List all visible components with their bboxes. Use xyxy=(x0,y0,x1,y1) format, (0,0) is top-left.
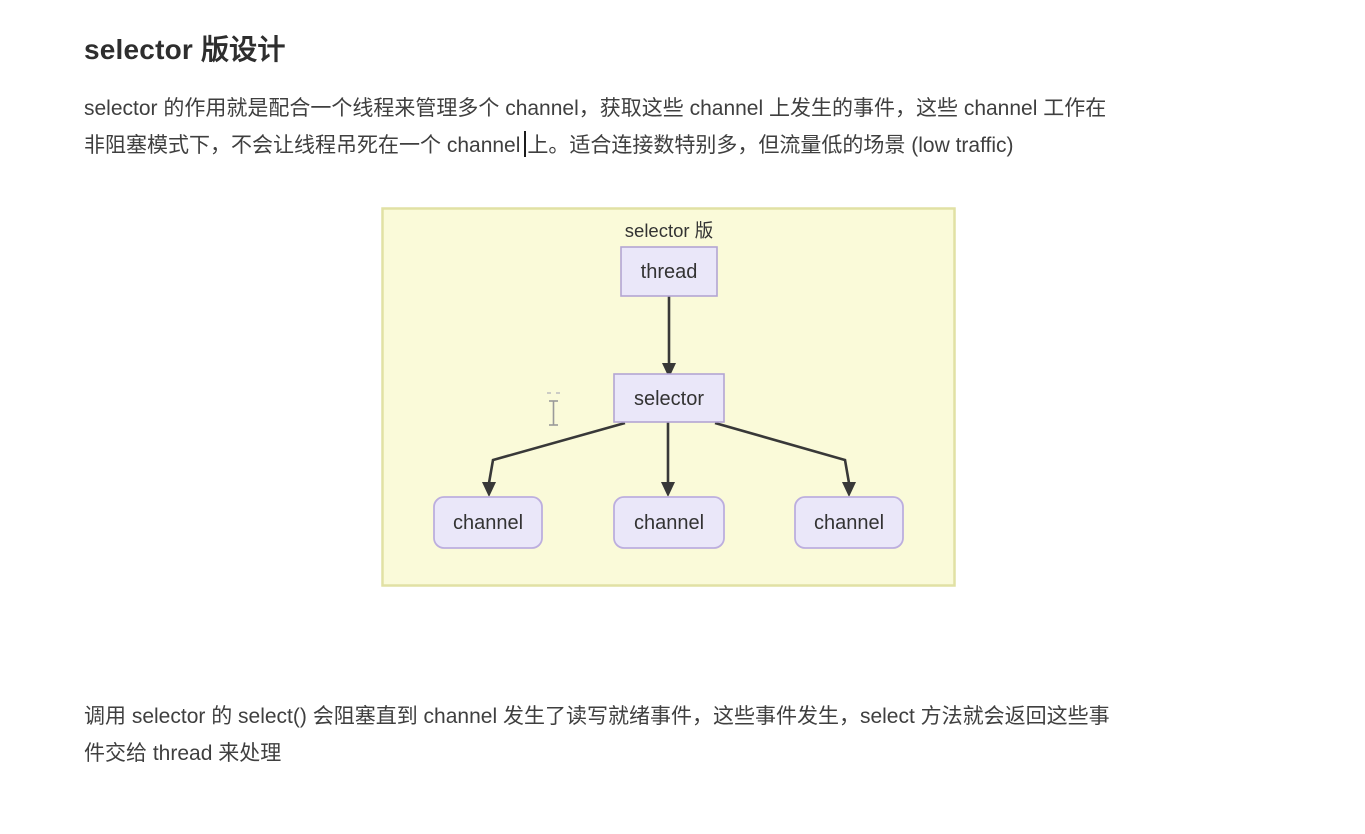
node-channel-3: channel xyxy=(794,496,904,549)
paragraph-line: 件交给 thread 来处理 xyxy=(84,742,282,765)
text-cursor-icon xyxy=(547,392,560,426)
text-caret xyxy=(524,131,527,157)
node-thread-label: thread xyxy=(641,261,698,283)
node-selector-label: selector xyxy=(634,388,704,410)
paragraph-line: 调用 selector 的 select() 会阻塞直到 channel 发生了… xyxy=(84,705,1110,728)
diagram-title: selector 版 xyxy=(625,220,713,241)
diagram-arrowheads xyxy=(482,363,856,497)
node-channel-2-label: channel xyxy=(634,512,704,534)
page-title[interactable]: selector 版设计 xyxy=(84,34,286,65)
paragraph-line: selector 的作用就是配合一个线程来管理多个 channel，获取这些 c… xyxy=(84,97,1107,120)
node-channel-2: channel xyxy=(613,496,725,549)
selector-diagram[interactable]: selector 版 thread selector channel xyxy=(381,207,956,587)
paragraph-text: 非阻塞模式下，不会让线程吊死在一个 channel xyxy=(84,134,521,157)
node-selector: selector xyxy=(613,373,725,423)
node-thread: thread xyxy=(620,246,718,297)
node-channel-3-label: channel xyxy=(814,512,884,534)
paragraph-select-behavior[interactable]: 调用 selector 的 select() 会阻塞直到 channel 发生了… xyxy=(84,698,1110,772)
paragraph-text: 上。适合连接数特别多，但流量低的场景 (low traffic) xyxy=(527,134,1014,157)
diagram-arrows xyxy=(487,296,851,484)
node-channel-1-label: channel xyxy=(453,512,523,534)
paragraph-line: 非阻塞模式下，不会让线程吊死在一个 channel 上。适合连接数特别多，但流量低… xyxy=(84,127,1106,164)
paragraph-selector-intro[interactable]: selector 的作用就是配合一个线程来管理多个 channel，获取这些 c… xyxy=(84,90,1106,164)
node-channel-1: channel xyxy=(433,496,543,549)
